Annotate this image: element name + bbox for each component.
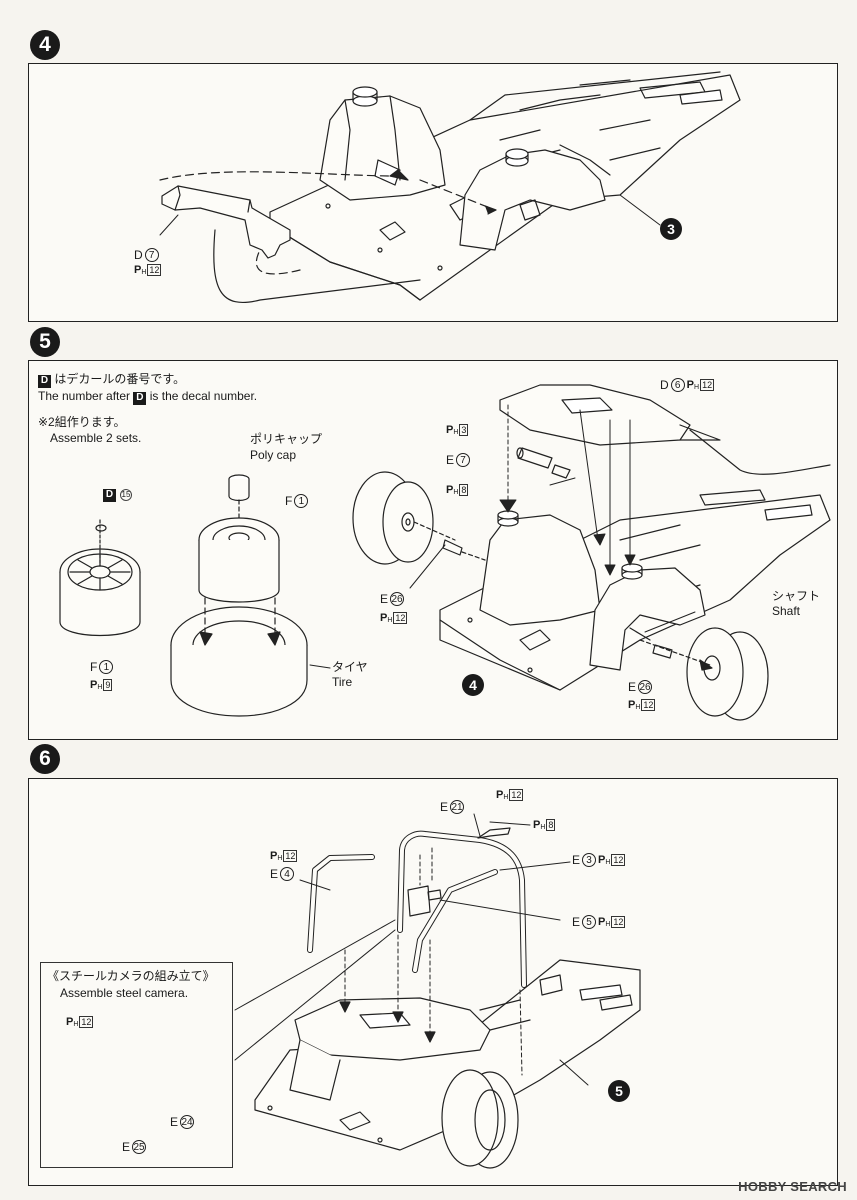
step4-lead-line <box>213 229 421 304</box>
step5-ref-4: 4 <box>462 674 484 696</box>
step-6-badge: 6 <box>30 744 60 774</box>
step5-decal-ring <box>95 524 107 532</box>
make-two-ja: ※2組作ります。 <box>38 415 126 429</box>
step5-part-e7: E 7 <box>446 453 471 467</box>
step5-wheel-exploded <box>59 519 141 636</box>
step4-rear-tower <box>459 148 606 251</box>
step6-part-e4: E 4 <box>270 867 295 881</box>
step4-part-d7: D 7 <box>134 248 159 262</box>
step4-front-tower <box>319 86 446 201</box>
step4-ref-3: 3 <box>660 218 682 240</box>
polycap-label-en: Poly cap <box>250 448 297 462</box>
step6-wheel <box>441 1069 519 1169</box>
step6-ref-5: 5 <box>608 1080 630 1102</box>
camera-part-e24: E 24 <box>170 1115 195 1129</box>
step5-e7-cylinder <box>516 447 571 479</box>
step5-front-tower <box>479 510 601 626</box>
camera-part-e25: E 25 <box>122 1140 147 1154</box>
step5-left-wheel <box>352 471 486 565</box>
step6-chassis <box>254 959 641 1151</box>
step6-camera <box>407 885 442 917</box>
shaft-label-ja: シャフト <box>772 589 821 603</box>
step6-rollbar-e3 <box>412 869 498 973</box>
shaft-label-en: Shaft <box>772 604 801 618</box>
make-two-en: Assemble 2 sets. <box>50 431 142 445</box>
step5-wheel-f1 <box>198 517 280 603</box>
decal-note-ja: D はデカールの番号です。 <box>38 372 185 388</box>
step-5-badge: 5 <box>30 327 60 357</box>
step6-rollbar-e4 <box>307 854 375 953</box>
camera-subassembly-box <box>40 962 233 1168</box>
step6-part-e21: E 21 <box>440 800 465 814</box>
step6-body <box>289 997 491 1101</box>
tire-label-ja: タイヤ <box>332 660 368 674</box>
decal-note-en: The number after D is the decal number. <box>38 389 258 405</box>
step5-guides <box>499 404 636 576</box>
polycap-label-ja: ポリキャップ <box>250 432 323 446</box>
step5-part-e26-left: E 26 <box>380 592 405 606</box>
step5-rear-tower <box>589 563 706 671</box>
step6-guides <box>344 847 523 1076</box>
step5-d6-body <box>499 384 831 475</box>
camera-title-ja: 《スチールカメラの組み立て》 <box>47 969 215 983</box>
step-4-badge: 4 <box>30 30 60 60</box>
step5-part-f1-bottom: F 1 <box>90 660 114 674</box>
step4-d7-part <box>161 185 291 259</box>
camera-title-en: Assemble steel camera. <box>60 986 189 1000</box>
step4-guides <box>159 171 491 275</box>
step5-part-f1-top: F 1 <box>285 494 309 508</box>
tire-label-en: Tire <box>332 675 353 689</box>
step5-part-e26-right: E 26 <box>628 680 653 694</box>
watermark: HOBBY SEARCH <box>738 1179 847 1194</box>
step6-e21 <box>477 827 511 839</box>
step5-tire <box>170 597 308 717</box>
step5-right-wheel <box>629 627 769 721</box>
